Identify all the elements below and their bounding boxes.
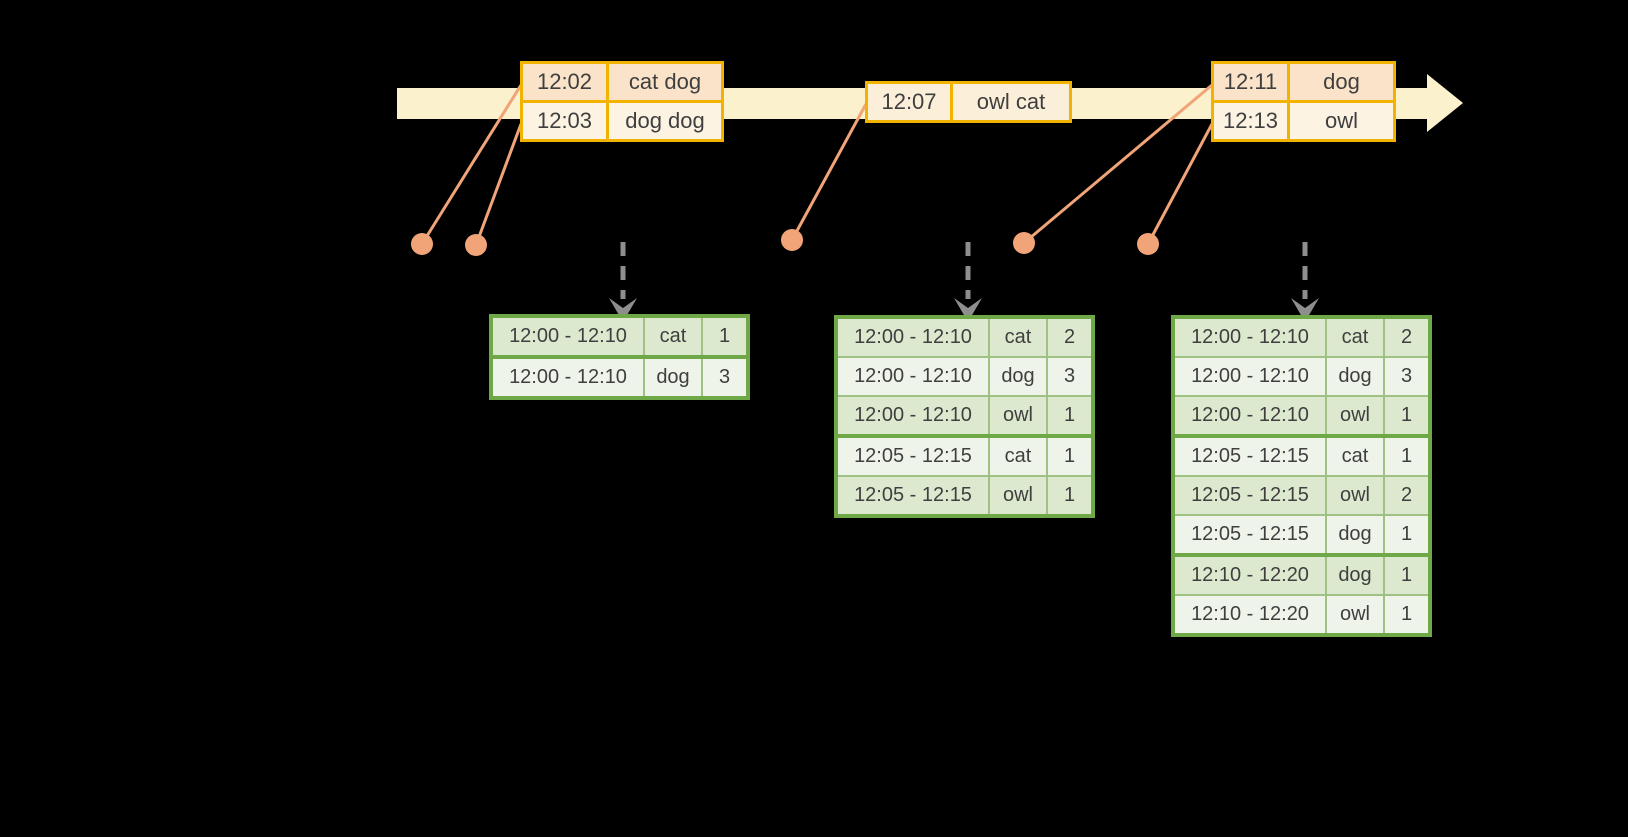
word-cell: dog <box>643 355 703 399</box>
event-dot <box>465 234 487 256</box>
event-time-cell: 12:13 <box>1211 100 1290 142</box>
table-row: 12:02 cat dog <box>520 61 724 103</box>
word-cell: cat <box>1325 434 1385 477</box>
timeline-arrowhead-icon <box>1427 74 1463 132</box>
count-cell: 1 <box>1383 514 1431 556</box>
window-cell: 12:00 - 12:10 <box>1172 395 1327 437</box>
trigger-arrows <box>609 242 1319 322</box>
event-time-cell: 12:11 <box>1211 61 1290 103</box>
table-row: 12:00 - 12:10 owl 1 <box>1172 395 1431 437</box>
word-cell: dog <box>988 356 1048 397</box>
table-row: 12:05 - 12:15 owl 1 <box>835 475 1094 517</box>
count-cell: 1 <box>1046 434 1094 477</box>
table-row: 12:00 - 12:10 cat 2 <box>1172 316 1431 358</box>
count-cell: 3 <box>1383 356 1431 397</box>
event-words-cell: owl <box>1287 100 1396 142</box>
word-cell: owl <box>988 475 1048 517</box>
word-cell: dog <box>1325 514 1385 556</box>
word-cell: owl <box>1325 475 1385 516</box>
result-table-1: 12:00 - 12:10 cat 1 12:00 - 12:10 dog 3 <box>489 314 750 400</box>
event-dot <box>411 233 433 255</box>
event-time-cell: 12:02 <box>520 61 609 103</box>
window-cell: 12:00 - 12:10 <box>490 315 645 358</box>
word-cell: dog <box>1325 553 1385 596</box>
window-cell: 12:05 - 12:15 <box>1172 514 1327 556</box>
word-cell: owl <box>988 395 1048 437</box>
event-table-3: 12:11 dog 12:13 owl <box>1211 61 1396 142</box>
table-row: 12:11 dog <box>1211 61 1396 103</box>
event-words-cell: cat dog <box>606 61 724 103</box>
count-cell: 1 <box>1383 395 1431 437</box>
event-table-1: 12:02 cat dog 12:03 dog dog <box>520 61 724 142</box>
event-dot <box>781 229 803 251</box>
table-row: 12:05 - 12:15 dog 1 <box>1172 514 1431 556</box>
event-table-2: 12:07 owl cat <box>865 81 1072 123</box>
word-cell: dog <box>1325 356 1385 397</box>
count-cell: 3 <box>1046 356 1094 397</box>
event-dot <box>1137 233 1159 255</box>
event-time-cell: 12:07 <box>865 81 953 123</box>
count-cell: 1 <box>701 315 749 358</box>
event-connector-line <box>474 123 523 246</box>
word-cell: owl <box>1325 395 1385 437</box>
window-cell: 12:00 - 12:10 <box>835 316 990 358</box>
table-row: 12:13 owl <box>1211 100 1396 142</box>
table-row: 12:00 - 12:10 owl 1 <box>835 395 1094 437</box>
event-connector-line <box>790 103 868 241</box>
count-cell: 2 <box>1383 316 1431 358</box>
table-row: 12:00 - 12:10 dog 3 <box>1172 356 1431 397</box>
count-cell: 1 <box>1383 594 1431 636</box>
window-cell: 12:10 - 12:20 <box>1172 594 1327 636</box>
count-cell: 1 <box>1383 434 1431 477</box>
word-cell: cat <box>988 316 1048 358</box>
table-row: 12:00 - 12:10 cat 2 <box>835 316 1094 358</box>
window-cell: 12:00 - 12:10 <box>1172 356 1327 397</box>
word-cell: owl <box>1325 594 1385 636</box>
table-row: 12:05 - 12:15 cat 1 <box>1172 434 1431 477</box>
event-connector-line <box>1023 83 1213 245</box>
word-cell: cat <box>1325 316 1385 358</box>
table-row: 12:00 - 12:10 cat 1 <box>490 315 749 358</box>
event-time-cell: 12:03 <box>520 100 609 142</box>
window-cell: 12:00 - 12:10 <box>1172 316 1327 358</box>
event-connector-line <box>420 84 523 245</box>
event-words-cell: dog dog <box>606 100 724 142</box>
window-cell: 12:05 - 12:15 <box>835 475 990 517</box>
event-words-cell: dog <box>1287 61 1396 103</box>
event-words-cell: owl cat <box>950 81 1072 123</box>
window-cell: 12:05 - 12:15 <box>1172 475 1327 516</box>
event-connector-line <box>1146 123 1214 245</box>
window-cell: 12:05 - 12:15 <box>835 434 990 477</box>
trigger-arrow-icon <box>1291 242 1319 322</box>
word-cell: cat <box>643 315 703 358</box>
event-connectors <box>420 83 1214 246</box>
window-cell: 12:00 - 12:10 <box>835 395 990 437</box>
window-cell: 12:10 - 12:20 <box>1172 553 1327 596</box>
count-cell: 1 <box>1383 553 1431 596</box>
count-cell: 1 <box>1046 475 1094 517</box>
event-dot <box>1013 232 1035 254</box>
window-cell: 12:05 - 12:15 <box>1172 434 1327 477</box>
event-dots <box>411 229 1159 256</box>
count-cell: 2 <box>1046 316 1094 358</box>
word-cell: cat <box>988 434 1048 477</box>
result-table-3: 12:00 - 12:10 cat 2 12:00 - 12:10 dog 3 … <box>1171 315 1432 637</box>
count-cell: 1 <box>1046 395 1094 437</box>
table-row: 12:05 - 12:15 owl 2 <box>1172 475 1431 516</box>
trigger-arrow-icon <box>609 242 637 322</box>
table-row: 12:10 - 12:20 owl 1 <box>1172 594 1431 636</box>
window-cell: 12:00 - 12:10 <box>835 356 990 397</box>
result-table-2: 12:00 - 12:10 cat 2 12:00 - 12:10 dog 3 … <box>834 315 1095 518</box>
table-row: 12:05 - 12:15 cat 1 <box>835 434 1094 477</box>
table-row: 12:10 - 12:20 dog 1 <box>1172 553 1431 596</box>
table-row: 12:00 - 12:10 dog 3 <box>835 356 1094 397</box>
table-row: 12:00 - 12:10 dog 3 <box>490 355 749 399</box>
count-cell: 3 <box>701 355 749 399</box>
trigger-arrow-icon <box>954 242 982 322</box>
window-cell: 12:00 - 12:10 <box>490 355 645 399</box>
count-cell: 2 <box>1383 475 1431 516</box>
table-row: 12:07 owl cat <box>865 81 1072 123</box>
table-row: 12:03 dog dog <box>520 100 724 142</box>
